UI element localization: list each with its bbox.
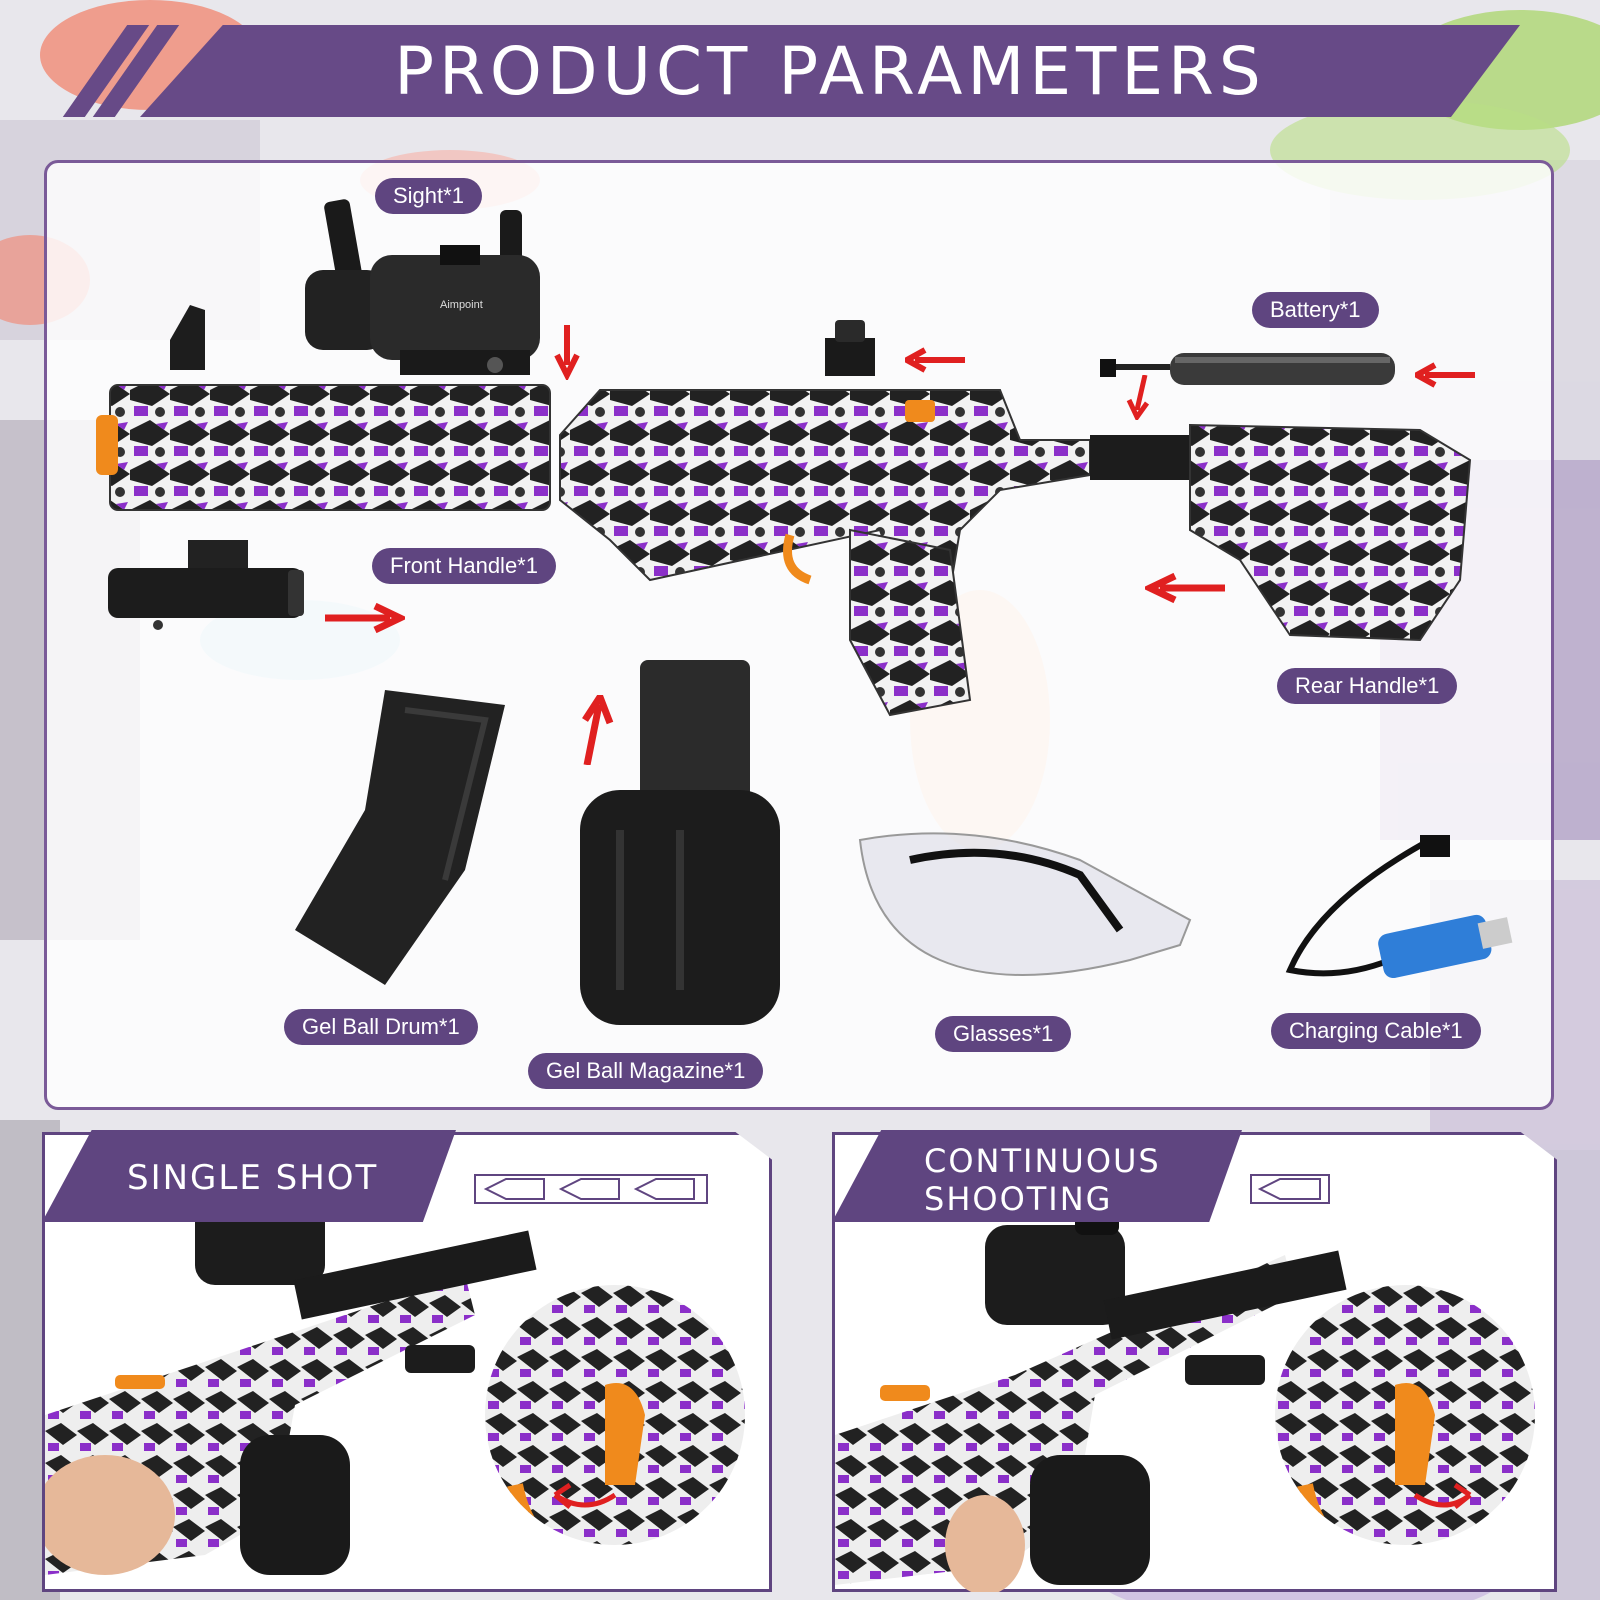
- label-sight: Sight*1: [375, 178, 482, 214]
- continuous-shooting-tab: CONTINUOUS SHOOTING: [832, 1130, 1242, 1222]
- front-sight-image: [165, 300, 215, 375]
- page-title: PRODUCT PARAMETERS: [394, 32, 1266, 110]
- sight-brand-text: Aimpoint: [440, 299, 483, 311]
- continuous-shooting-bullets: [1250, 1174, 1330, 1204]
- arrow-rear-handle: [1145, 572, 1225, 604]
- sight-image: Aimpoint: [300, 190, 550, 380]
- continuous-shooting-gun-image: [835, 1195, 1347, 1592]
- flashlight-image: [108, 540, 308, 630]
- continuous-shooting-title-line2: SHOOTING: [924, 1180, 1113, 1218]
- single-shot-zoom: [485, 1285, 745, 1545]
- label-charging-cable: Charging Cable*1: [1271, 1013, 1481, 1049]
- label-battery: Battery*1: [1252, 292, 1379, 328]
- arrow-battery-down: [1126, 375, 1150, 420]
- label-gel-ball-magazine: Gel Ball Magazine*1: [528, 1053, 764, 1089]
- glasses-image: [850, 820, 1210, 1000]
- label-gel-ball-drum: Gel Ball Drum*1: [284, 1009, 478, 1045]
- single-shot-title: SINGLE SHOT: [127, 1158, 379, 1198]
- label-rear-handle: Rear Handle*1: [1277, 668, 1458, 704]
- single-shot-tab: SINGLE SHOT: [42, 1130, 456, 1222]
- gel-ball-drum-image: [295, 690, 525, 990]
- arrow-battery: [1415, 362, 1475, 388]
- single-shot-bullets: [474, 1174, 708, 1204]
- label-glasses: Glasses*1: [935, 1016, 1072, 1052]
- continuous-shooting-title-line1: CONTINUOUS: [924, 1142, 1161, 1180]
- title-banner: [140, 25, 1520, 117]
- gel-ball-magazine-image: [560, 660, 790, 1030]
- arrow-magazine: [582, 695, 614, 765]
- gun-body-image: [90, 380, 1490, 740]
- continuous-shooting-zoom: [1275, 1285, 1535, 1545]
- battery-image: [1100, 345, 1400, 395]
- rear-sight-image: [820, 318, 880, 378]
- label-front-handle: Front Handle*1: [372, 548, 556, 584]
- arrow-sight: [554, 325, 580, 380]
- charging-cable-image: [1280, 830, 1520, 990]
- arrow-front-handle: [325, 602, 405, 634]
- arrow-rear-sight: [905, 347, 965, 373]
